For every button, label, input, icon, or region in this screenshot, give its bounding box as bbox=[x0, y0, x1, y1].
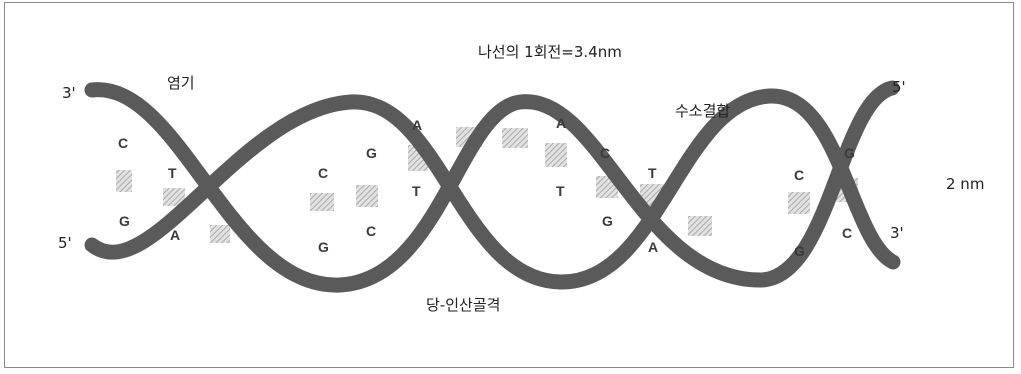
base-letter: G bbox=[366, 145, 377, 161]
base-letter: C bbox=[600, 145, 610, 161]
strand-end-label: 3' bbox=[62, 84, 76, 102]
helix-pitch-label: 나선의 1회전=3.4nm bbox=[478, 43, 622, 61]
base-letter: G bbox=[318, 239, 329, 255]
bond-glyph bbox=[545, 143, 567, 167]
base-letter: A bbox=[412, 117, 422, 133]
helix-width-label: 2 nm bbox=[946, 175, 984, 193]
base-letter: C bbox=[118, 135, 128, 151]
bond-glyph bbox=[210, 225, 230, 243]
hydrogen-bond-glyphs bbox=[116, 127, 858, 243]
strand-end-label: 5' bbox=[58, 234, 72, 252]
base-letter: T bbox=[412, 183, 421, 199]
base-letter: C bbox=[366, 223, 376, 239]
bond-glyph bbox=[356, 185, 378, 207]
base-letter: T bbox=[168, 165, 177, 181]
base-letter: A bbox=[556, 115, 566, 131]
base-letter: A bbox=[648, 239, 658, 255]
bond-glyph bbox=[502, 128, 528, 148]
bond-glyph bbox=[688, 216, 712, 236]
base-letter: C bbox=[318, 165, 328, 181]
base-letter: A bbox=[170, 227, 180, 243]
base-label: 염기 bbox=[167, 74, 195, 92]
hydrogen-bond-label: 수소결합 bbox=[675, 102, 730, 120]
base-letter: G bbox=[844, 145, 855, 161]
strand-end-label: 3' bbox=[890, 224, 904, 242]
base-letter: G bbox=[119, 213, 130, 229]
backbone-label: 당-인산골격 bbox=[426, 296, 500, 314]
base-letter: G bbox=[794, 243, 805, 259]
strand-end-label: 5' bbox=[892, 78, 906, 96]
base-letter: C bbox=[794, 167, 804, 183]
base-letter: C bbox=[842, 225, 852, 241]
base-letter: G bbox=[602, 213, 613, 229]
base-letter: T bbox=[648, 165, 657, 181]
bond-glyph bbox=[310, 193, 334, 211]
base-letter: T bbox=[556, 183, 565, 199]
bond-glyph bbox=[788, 192, 810, 214]
bond-glyph bbox=[116, 170, 132, 192]
